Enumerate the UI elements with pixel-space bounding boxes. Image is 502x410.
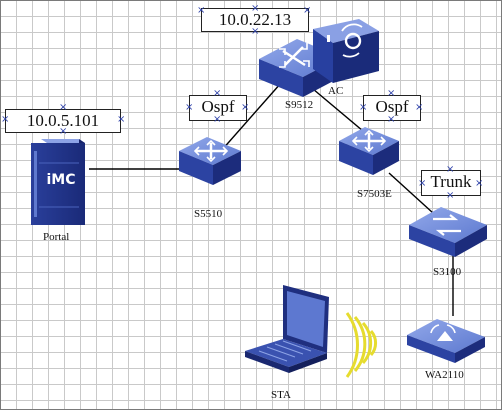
selection-handle: × [387,114,396,125]
selection-handle: × [241,102,250,113]
selection-handle: × [387,88,396,99]
selection-handle: × [446,190,455,201]
sta-label: STA [271,389,291,401]
selection-handle: × [213,114,222,125]
wa2110-ap-icon [407,319,485,363]
selection-handle: × [446,164,455,175]
selection-handle: × [59,126,68,137]
ospf-right-label: Ospf [363,95,421,121]
ospf-left-label: Ospf [189,95,247,121]
selection-handle: × [415,102,424,113]
selection-handle: × [1,114,10,125]
selection-handle: × [303,5,312,16]
selection-handle: × [117,114,126,125]
selection-handle: × [213,88,222,99]
ac-label: AC [328,85,344,97]
selection-handle: × [475,178,484,189]
link-s5510-s9512 [220,82,282,152]
wifi-signal-icon [345,312,378,378]
s3100-label: S3100 [433,266,462,278]
s5510-label: S5510 [194,208,223,220]
wa2110-label: WA2110 [425,369,464,381]
imc-server-icon [31,139,85,225]
selection-handle: × [418,178,427,189]
selection-handle: × [251,26,260,37]
selection-handle: × [251,3,260,14]
portal-ip-label: 10.0.5.101 [5,109,121,133]
selection-handle: × [185,102,194,113]
portal-label: Portal [43,231,70,243]
selection-handle: × [197,5,206,16]
imc-logo-text: iMC [46,172,76,188]
s5510-switch-icon [179,137,241,185]
s3100-switch-icon [409,207,487,257]
link-s9512-s7503e [312,88,364,132]
sta-laptop-icon [245,285,329,373]
s7503e-label: S7503E [357,188,392,200]
trunk-label: Trunk [421,170,481,196]
s7503e-switch-icon [339,127,399,175]
selection-handle: × [359,102,368,113]
s9512-label: S9512 [285,99,314,111]
core-ip-label: 10.0.22.13 [201,8,309,32]
selection-handle: × [59,102,68,113]
ac-controller-icon [313,19,379,83]
link-s7503e-s3100 [388,172,434,214]
